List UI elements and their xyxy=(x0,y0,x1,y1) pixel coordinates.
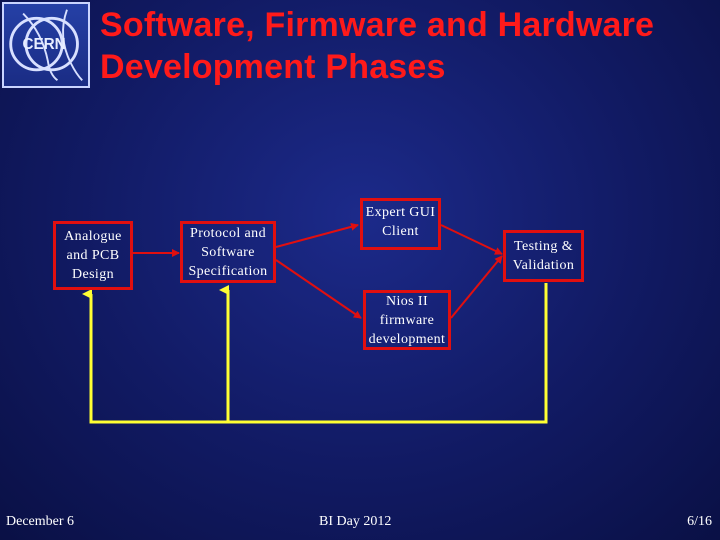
expert-gui-client-box: Expert GUI Client xyxy=(360,198,441,250)
cern-logo-text: CERN xyxy=(22,36,65,53)
footer-event: BI Day 2012 xyxy=(319,514,392,529)
cern-logo: CERN xyxy=(2,2,90,88)
feedback-loop-line xyxy=(89,283,548,424)
nios-firmware-box: Nios II firmware development xyxy=(363,290,451,350)
arrow-protocol-to-nios xyxy=(275,259,362,319)
arrow-nios-to-testing xyxy=(450,255,503,319)
analogue-pcb-design-box: Analogue and PCB Design xyxy=(53,221,133,290)
slide-title-line-2: Development Phases xyxy=(100,48,446,86)
slide-title: Software, Firmware and Hardware Developm… xyxy=(100,4,710,88)
footer-slide-number: 6/16 xyxy=(687,514,712,529)
footer-date: December 6 xyxy=(6,514,75,529)
slide-title-line-1: Software, Firmware and Hardware xyxy=(100,6,655,44)
protocol-software-spec-box: Protocol and Software Specification xyxy=(180,221,276,283)
testing-validation-box: Testing & Validation xyxy=(503,230,584,282)
arrow-protocol-to-gui xyxy=(275,222,359,248)
cern-logo-graphic: CERN xyxy=(9,9,83,82)
arrow-gui-to-testing xyxy=(440,224,503,255)
